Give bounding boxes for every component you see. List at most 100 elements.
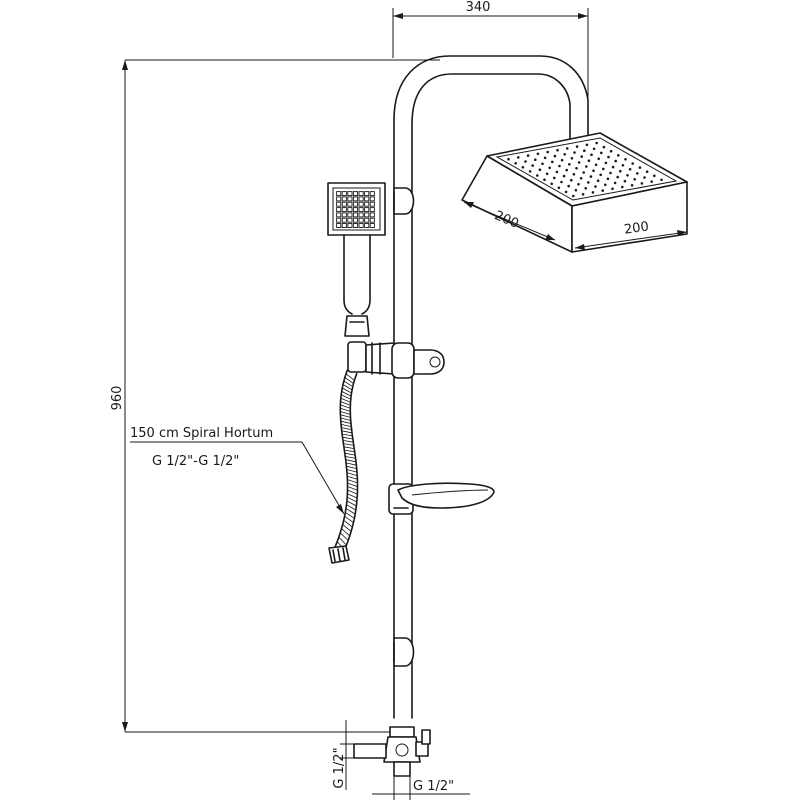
nozzle-dot: [619, 169, 622, 173]
nozzle-dot: [604, 161, 608, 165]
hand-nozzle-cell: [358, 201, 364, 207]
hose-coil: [342, 387, 352, 394]
hand-nozzle-cell: [347, 223, 353, 228]
nozzle-dot: [638, 166, 642, 169]
hose-coil: [340, 397, 351, 403]
nozzle-dot: [553, 176, 556, 180]
nozzle-dot: [631, 162, 634, 165]
overhead-shower-head: [461, 131, 688, 253]
hose-coil: [339, 532, 349, 541]
hand-nozzle-cell: [341, 196, 347, 202]
nozzle-dot: [572, 173, 576, 176]
hand-nozzle-cell: [341, 191, 347, 197]
nozzle-dot: [575, 145, 579, 148]
hose-coil: [340, 411, 351, 415]
nozzle-dot: [621, 185, 624, 189]
hand-nozzle-cell: [336, 201, 342, 207]
nozzle-dot: [587, 181, 590, 184]
hose-coil: [341, 391, 352, 397]
hose-coil: [340, 414, 351, 418]
hand-nozzle-cell: [369, 191, 375, 197]
nozzle-dot: [596, 179, 600, 182]
nozzle-dot: [536, 174, 539, 177]
nozzle-dot: [604, 183, 607, 187]
nozzle-dot: [550, 182, 553, 186]
diverter-inlet: [353, 726, 431, 777]
nozzle-dot: [609, 171, 612, 175]
hose-coil: [342, 436, 353, 440]
hand-nozzle-cell: [369, 212, 375, 218]
hand-nozzle-cell: [352, 191, 359, 197]
hand-nozzle-cell: [336, 196, 342, 202]
hose-coil: [346, 472, 358, 476]
hose-coil: [347, 486, 358, 491]
hose-coil: [347, 493, 358, 499]
nozzle-dot: [650, 180, 653, 183]
hand-nozzle-cell: [352, 196, 359, 202]
dimension-inlet-left: G 1/2": [332, 720, 356, 790]
nozzle-dot: [575, 167, 578, 170]
nozzle-dot: [653, 174, 656, 178]
hand-shower: [327, 182, 386, 337]
nozzle-dot: [536, 152, 540, 156]
hose-coil: [347, 496, 357, 503]
nozzle-dot: [558, 164, 561, 168]
hose-coil: [340, 417, 351, 421]
nozzle-dot: [582, 171, 585, 174]
nozzle-dot: [606, 177, 610, 181]
hose-coil: [345, 512, 355, 519]
nozzle-dot: [614, 159, 617, 163]
nozzle-dot: [623, 179, 627, 183]
hand-nozzle-cell: [364, 201, 370, 207]
nozzle-dot: [590, 153, 593, 157]
hand-nozzle-cell: [369, 196, 375, 202]
hose-coil: [344, 377, 354, 384]
hose-coil: [345, 456, 356, 459]
hose-coil: [338, 536, 347, 546]
hose-coil: [340, 407, 351, 412]
nozzle-dot: [579, 177, 583, 180]
hose-coil: [340, 404, 351, 409]
spiral-hose: [328, 369, 359, 564]
hose-coil: [346, 504, 356, 511]
nozzle-dot: [626, 174, 629, 177]
hose-coil: [341, 427, 352, 431]
nozzle-dot: [572, 194, 575, 198]
hose-coil: [345, 462, 357, 466]
nozzle-dot: [565, 168, 568, 172]
hand-nozzle-cell: [358, 217, 364, 223]
hand-nozzle-cell: [358, 223, 364, 228]
nozzle-dot: [548, 166, 551, 170]
nozzle-dot: [601, 189, 604, 192]
nozzle-dot: [636, 172, 639, 175]
nozzle-dot: [521, 166, 525, 169]
nozzle-dot: [556, 148, 559, 152]
hose-coil: [347, 489, 358, 495]
nozzle-dot: [630, 184, 634, 187]
nozzle-dot: [543, 178, 546, 181]
nozzle-dot: [600, 151, 603, 155]
hand-nozzle-cell: [336, 212, 342, 218]
nozzle-dot: [560, 158, 564, 162]
hose-coil: [344, 449, 355, 453]
nozzle-dot: [599, 173, 602, 177]
hose-label-thread: G 1/2"-G 1/2": [152, 454, 239, 469]
nozzle-dot: [609, 149, 613, 153]
dimension-head-width-label: 200: [623, 219, 650, 237]
nozzle-dot: [633, 178, 636, 181]
nozzle-dot: [528, 170, 532, 173]
nozzle-dot: [589, 175, 593, 178]
hand-nozzle-cell: [341, 212, 347, 218]
nozzle-dot: [660, 178, 663, 182]
nozzle-dot: [568, 163, 571, 166]
hand-nozzle-cell: [369, 207, 375, 213]
hose-coil: [346, 469, 358, 473]
dimension-inlet-left-label: G 1/2": [332, 747, 347, 788]
hand-nozzle-cell: [364, 217, 370, 223]
nozzle-dot: [584, 187, 587, 190]
dimension-inlet-bottom: G 1/2": [372, 776, 470, 800]
hand-nozzle-cell: [336, 207, 342, 213]
hand-nozzle-cell: [369, 223, 375, 228]
nozzle-dot: [617, 154, 620, 157]
hose-coil: [340, 401, 351, 406]
